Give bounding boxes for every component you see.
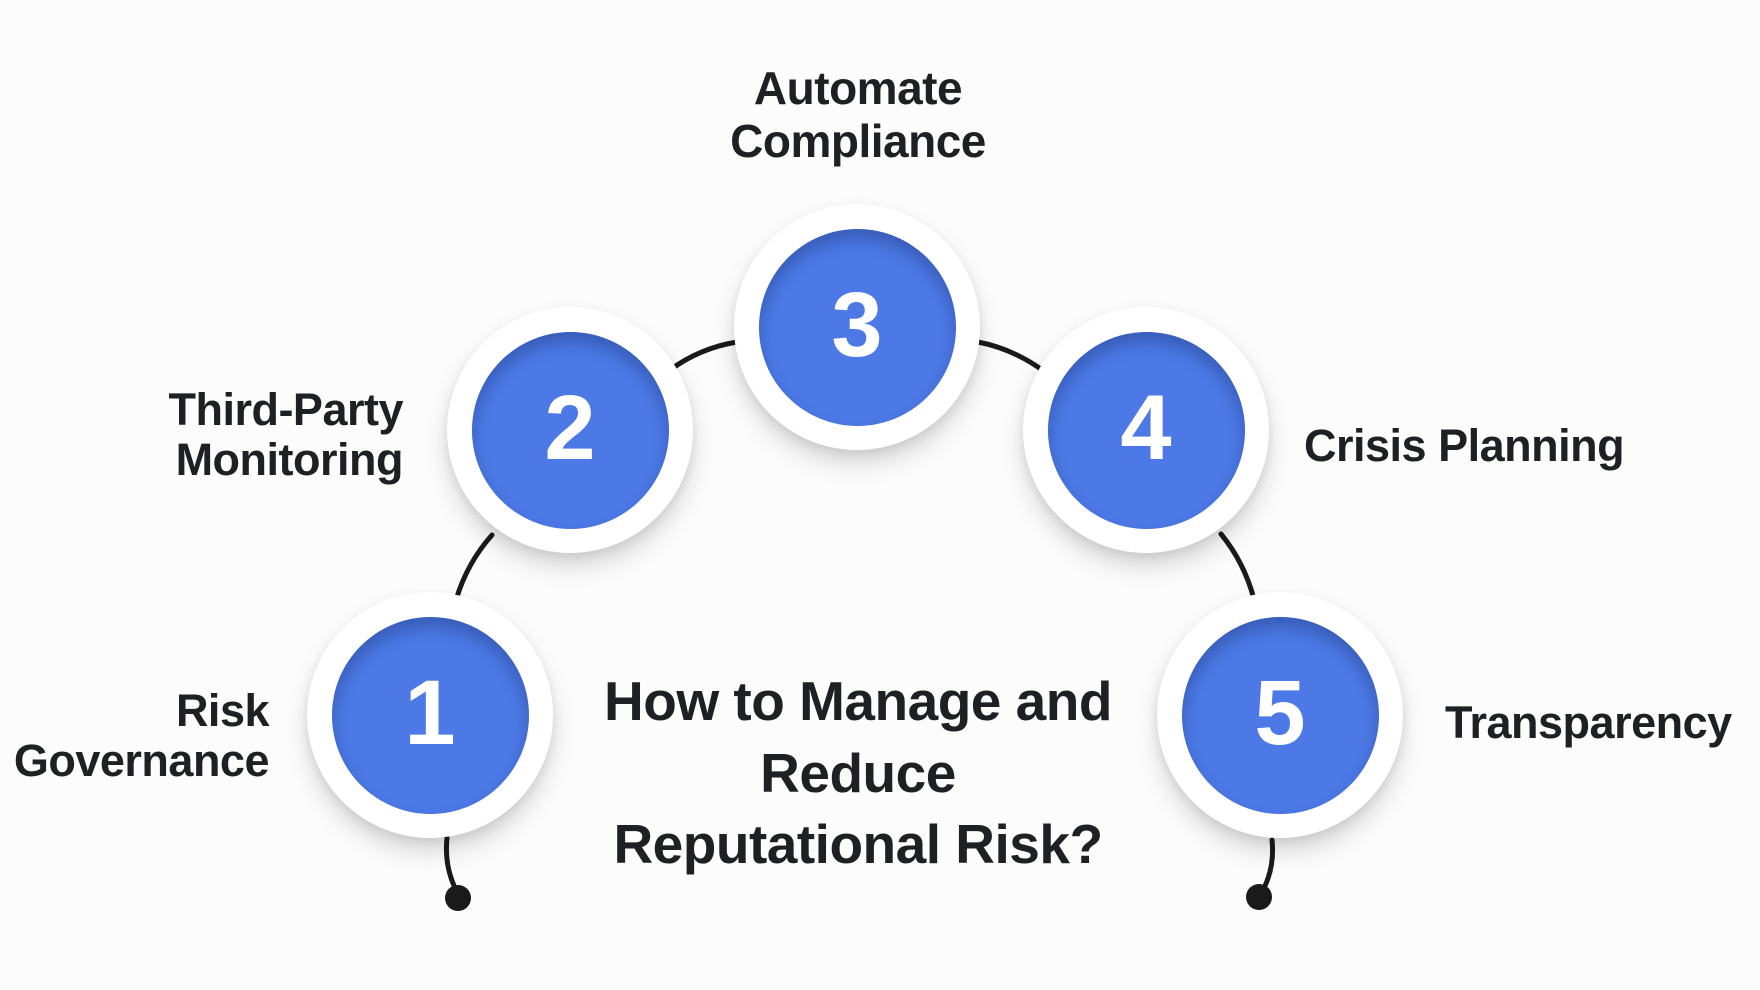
step-circle-5-fill: 5: [1181, 616, 1379, 814]
step-circle-5: 5: [1157, 592, 1403, 838]
step-number-2: 2: [544, 377, 596, 479]
connector-step1-step2: [453, 532, 495, 603]
step-number-4: 4: [1120, 377, 1172, 479]
connector-step2-step3: [667, 339, 740, 373]
connector-step1-enddot: [444, 835, 460, 895]
label-automate-compliance-line2: Compliance: [730, 114, 986, 167]
label-third-party-monitoring: Third-Party Monitoring: [168, 385, 403, 484]
label-risk-governance-line1: Risk: [175, 685, 270, 736]
step-number-1: 1: [404, 662, 456, 764]
label-crisis-planning: Crisis Planning: [1304, 420, 1625, 471]
step-circle-1-fill: 1: [331, 616, 529, 814]
step-circle-3: 3: [734, 204, 980, 450]
label-automate-compliance: Automate Compliance: [730, 62, 986, 168]
step-circle-3-fill: 3: [758, 228, 956, 426]
label-crisis-planning-line1: Crisis Planning: [1304, 420, 1625, 471]
end-dot-left: [445, 885, 471, 911]
label-risk-governance: Risk Governance: [13, 685, 270, 786]
label-third-party-monitoring-line1: Third-Party: [168, 384, 403, 435]
step-circle-1: 1: [307, 592, 553, 838]
step-circle-2-fill: 2: [471, 331, 669, 529]
diagram-title: How to Manage and Reduce Reputational Ri…: [604, 666, 1112, 881]
step-circle-2: 2: [447, 307, 693, 553]
label-transparency: Transparency: [1445, 698, 1732, 748]
connector-step3-step4: [975, 339, 1048, 375]
diagram-title-line3: Reputational Risk?: [613, 813, 1103, 875]
connector-step4-step5: [1218, 531, 1257, 602]
step-circle-4: 4: [1023, 307, 1269, 553]
diagram-title-line1: How to Manage and: [604, 670, 1112, 732]
step-circle-4-fill: 4: [1047, 331, 1245, 529]
step-number-5: 5: [1254, 662, 1306, 764]
end-dot-right: [1246, 884, 1272, 910]
step-number-3: 3: [831, 274, 883, 376]
connector-step5-enddot: [1259, 837, 1275, 895]
label-automate-compliance-line1: Automate: [753, 62, 963, 114]
label-third-party-monitoring-line2: Monitoring: [175, 433, 404, 485]
label-transparency-line1: Transparency: [1445, 697, 1732, 748]
label-risk-governance-line2: Governance: [13, 734, 270, 786]
diagram-title-line2: Reduce: [760, 741, 956, 804]
